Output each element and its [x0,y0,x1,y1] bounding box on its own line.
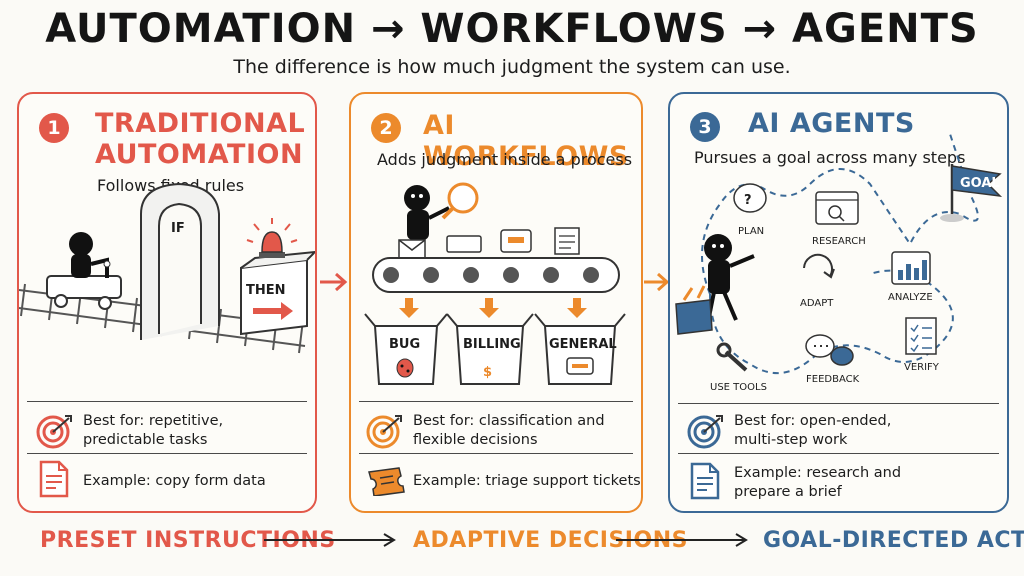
dashed-path [701,133,979,375]
target-icon [687,415,723,449]
best-for-text: Best for: open-ended, multi-step work [734,413,892,448]
example-text: Example: triage support tickets [413,473,641,489]
target-icon [36,415,72,449]
research-icon: RESEARCH [812,191,866,247]
goal-label: GOAL [960,176,1000,191]
if-label: IF [171,221,185,236]
bin-general: GENERAL [534,313,626,385]
step-label: RESEARCH [812,236,866,247]
panel-ai-agents: 3 AI AGENTS Pursues a goal across many s… [668,92,1009,513]
example-text: Example: copy form data [83,473,266,489]
robot-figure-icon [69,232,111,278]
step-label: PLAN [738,226,764,237]
bin-label: BILLING [463,337,521,352]
adapt-icon: ADAPT [800,253,835,309]
arrow-right-icon [320,272,348,292]
long-arrow-right-icon [616,533,748,547]
divider [678,403,999,404]
ticket-icon [368,467,405,496]
target-icon [366,415,402,449]
conveyor-sorting-illustration: BUG BILLING $ GENERAL [364,182,626,385]
document-icon [39,460,69,498]
best-for-text: Best for: classification and flexible de… [413,413,605,448]
conveyor-rails-illustration: IF THEN [19,182,315,354]
panel-traditional-automation: 1 TRADITIONAL AUTOMATION Follows fixed r… [17,92,317,513]
stage-goal-directed-action: GOAL-DIRECTED ACTION [763,528,1024,553]
divider [678,453,999,454]
then-label: THEN [246,283,286,298]
long-arrow-right-icon [264,533,396,547]
panel-title: TRADITIONAL AUTOMATION [95,108,306,170]
panel-description: Pursues a goal across many steps [694,148,966,167]
bin-bug: BUG [364,313,448,385]
step-label: ADAPT [800,298,834,309]
bin-billing: BILLING $ [446,313,534,385]
example-text: Example: research and prepare a brief [734,465,902,500]
bin-label: BUG [389,337,420,352]
if-gate-icon: IF [140,182,220,340]
agent-loop-illustration: GOAL ? PLAN RESEARCH [675,133,1003,393]
step-label: FEEDBACK [806,374,860,385]
divider [27,453,307,454]
page-title: AUTOMATION → WORKFLOWS → AGENTS [45,6,979,52]
analyze-icon: ANALYZE [888,251,933,303]
wrench-icon: USE TOOLS [710,342,767,393]
arrow-right-icon [644,272,670,292]
then-box-icon: THEN [240,250,315,336]
step-label: VERIFY [904,362,940,373]
panel-ai-workflows: 2 AI WORKFLOWS Adds judgment inside a pr… [349,92,643,513]
svg-text:?: ? [744,193,752,208]
document-icon [690,462,720,500]
down-arrows-icon [399,298,587,318]
best-for-text: Best for: repetitive, predictable tasks [83,413,224,448]
step-number-badge: 1 [39,113,69,143]
divider [27,401,307,402]
inspector-figure-icon [404,182,479,240]
cart-icon [46,275,122,310]
alarm-light-icon [246,218,298,258]
ticket-items-icon [398,227,580,259]
feedback-icon: FEEDBACK [805,334,860,385]
page-subtitle: The difference is how much judgment the … [233,56,791,78]
verify-icon: VERIFY [904,317,940,373]
plan-icon: ? PLAN [733,183,767,237]
panel-title: AI WORKFLOWS [423,110,629,172]
svg-text:$: $ [483,365,492,380]
step-label: USE TOOLS [710,382,767,393]
step-number-badge: 2 [371,113,401,143]
conveyor-belt [372,257,620,293]
goal-flag-icon: GOAL [940,164,1003,222]
step-number-badge: 3 [690,112,720,142]
agent-figure-icon [675,234,755,335]
panel-title: AI AGENTS [748,108,915,139]
divider [359,453,633,454]
divider [359,401,633,402]
bin-label: GENERAL [549,337,617,352]
step-label: ANALYZE [888,292,933,303]
panel-description: Adds judgment inside a process [377,150,633,169]
